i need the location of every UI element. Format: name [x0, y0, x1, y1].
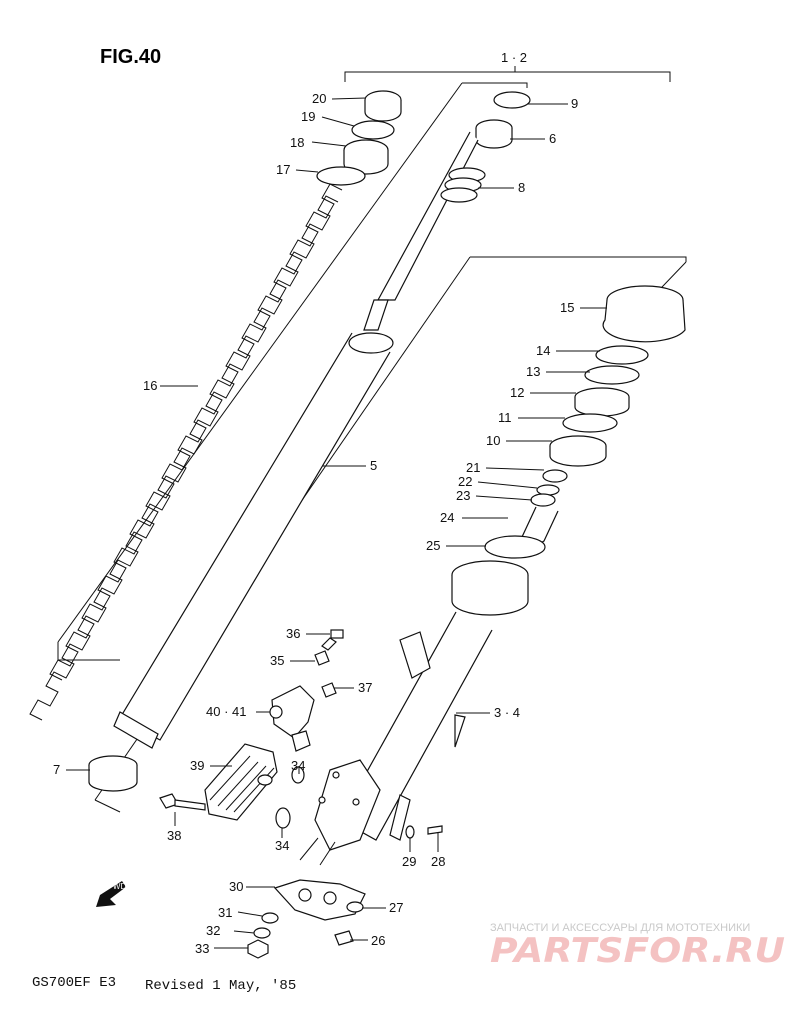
callout-13: 13	[526, 364, 540, 379]
callout-34-lower: 34	[275, 838, 289, 853]
callout-29: 29	[402, 854, 416, 869]
callout-25: 25	[426, 538, 440, 553]
assembly-bracket-1-2	[344, 66, 671, 82]
callout-22: 22	[458, 474, 472, 489]
outer-tube	[299, 560, 529, 866]
figure-title: FIG.40	[100, 46, 161, 68]
callout-28: 28	[431, 854, 445, 869]
fork-spring	[29, 183, 343, 721]
anti-dive-unit	[204, 685, 315, 821]
seal-stack	[484, 285, 686, 559]
callout-5: 5	[370, 458, 377, 473]
callout-20: 20	[312, 91, 326, 106]
watermark: ЗАПЧАСТИ И АКСЕССУАРЫ ДЛЯ МОТОТЕХНИКИ PA…	[490, 922, 785, 971]
leader-lines	[66, 97, 607, 949]
damper-rod	[363, 91, 531, 331]
forward-arrow-icon: FWD	[96, 881, 126, 907]
callout-17: 17	[276, 162, 290, 177]
model-code: GS700EF E3	[32, 975, 116, 991]
revision-note: Revised 1 May, '85	[145, 978, 296, 994]
callout-27: 27	[389, 900, 403, 915]
callout-40-41: 40 · 41	[206, 704, 246, 719]
axle-holder	[247, 879, 366, 959]
watermark-brand: PARTSFOR.RU	[490, 931, 785, 971]
callout-18: 18	[290, 135, 304, 150]
callout-21: 21	[466, 460, 480, 475]
callout-32: 32	[206, 923, 220, 938]
callout-1-2: 1 · 2	[501, 50, 527, 65]
callout-36: 36	[286, 626, 300, 641]
callout-8: 8	[518, 180, 525, 195]
cap-bolt-group	[316, 90, 402, 186]
callout-6: 6	[549, 131, 556, 146]
callout-15: 15	[560, 300, 574, 315]
inner-tube	[113, 332, 394, 749]
callout-24: 24	[440, 510, 454, 525]
callout-34-upper: 34	[291, 758, 305, 773]
callout-10: 10	[486, 433, 500, 448]
callout-19: 19	[301, 109, 315, 124]
callout-31: 31	[218, 905, 232, 920]
callout-23: 23	[456, 488, 470, 503]
callout-12: 12	[510, 385, 524, 400]
callout-3-4: 3 · 4	[494, 705, 520, 720]
callout-35: 35	[270, 653, 284, 668]
callout-30: 30	[229, 879, 243, 894]
callout-38: 38	[167, 828, 181, 843]
callout-11: 11	[498, 410, 512, 425]
inner-tube-outline	[57, 82, 528, 661]
callout-39: 39	[190, 758, 204, 773]
callout-26: 26	[371, 933, 385, 948]
slide-bushing	[88, 755, 138, 792]
callout-16: 16	[143, 378, 157, 393]
callout-7: 7	[53, 762, 60, 777]
watermark-tagline: ЗАПЧАСТИ И АКСЕССУАРЫ ДЛЯ МОТОТЕХНИКИ	[490, 922, 750, 934]
callout-labels: 1 · 2 20 19 18 17 9 6 8 16 5 7 15 14 13 …	[53, 50, 578, 956]
fwd-label: FWD	[108, 882, 126, 891]
callout-9: 9	[571, 96, 578, 111]
callout-37: 37	[358, 680, 372, 695]
small-hardware	[159, 629, 443, 839]
callout-14: 14	[536, 343, 550, 358]
callout-33: 33	[195, 941, 209, 956]
